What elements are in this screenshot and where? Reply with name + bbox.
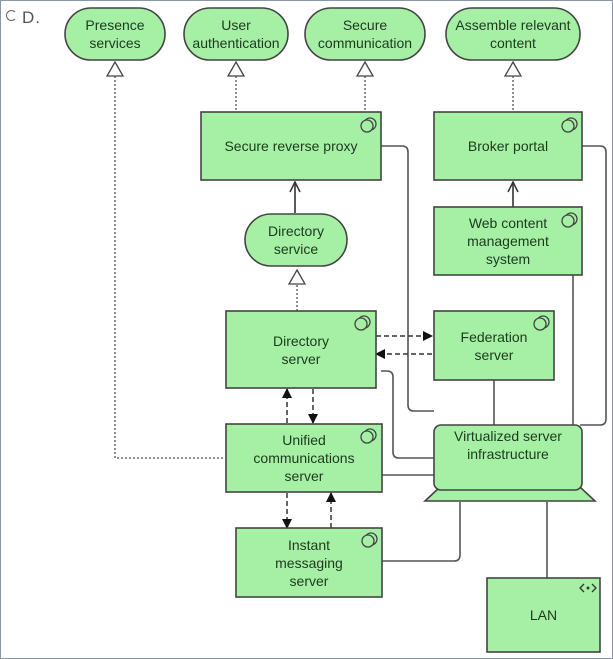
component-icon — [561, 117, 578, 133]
network-lan — [486, 577, 601, 653]
component-im-server — [235, 527, 383, 598]
realization-presence — [114, 76, 225, 459]
line-broker-to-infra — [580, 145, 607, 426]
triangle-secure-comm — [355, 60, 375, 77]
component-icon — [360, 428, 377, 444]
node-virtualized-infra — [422, 424, 598, 502]
component-wcms — [433, 206, 583, 276]
network-icon — [579, 583, 597, 593]
service-directory — [244, 213, 348, 267]
component-icon — [533, 315, 550, 331]
component-ucs — [225, 423, 383, 493]
triangle-user-auth — [226, 60, 246, 77]
component-icon — [561, 212, 578, 228]
component-secure-reverse-proxy — [200, 111, 382, 181]
line-directory-to-infra — [381, 370, 434, 459]
option-label-text: D. — [22, 8, 41, 27]
component-icon — [354, 315, 371, 331]
service-presence — [64, 7, 166, 61]
radio-icon[interactable] — [6, 10, 17, 21]
service-secure-comm — [304, 7, 426, 61]
line-infra-to-im — [382, 502, 461, 562]
component-icon — [360, 117, 377, 133]
triangle-presence — [105, 60, 125, 77]
line-proxy-to-infra — [381, 145, 434, 412]
triangle-directory-service — [287, 268, 307, 285]
component-icon — [361, 532, 378, 548]
component-directory-server — [225, 310, 377, 389]
triangle-assemble — [503, 60, 523, 77]
service-user-auth — [183, 7, 289, 61]
component-broker-portal — [433, 111, 583, 181]
option-d[interactable]: D. — [6, 8, 41, 28]
service-assemble — [445, 7, 581, 61]
